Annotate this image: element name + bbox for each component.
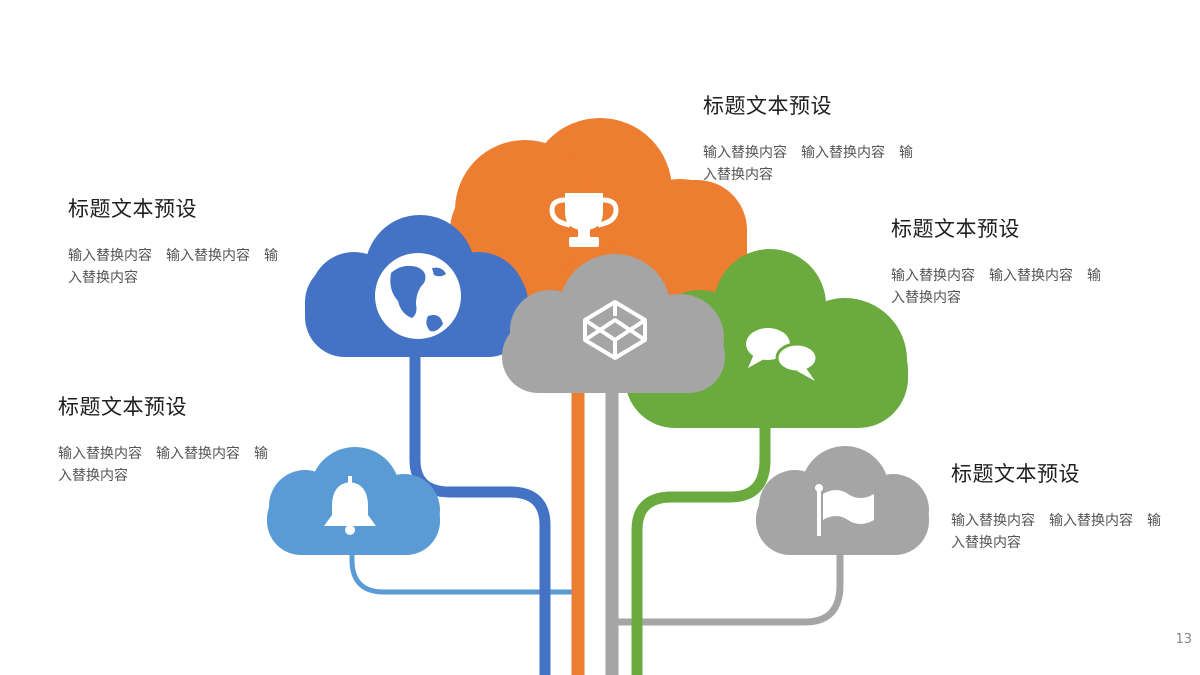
chat-icon — [746, 328, 819, 381]
stem-gray-right — [612, 545, 844, 626]
stem-blue-dark — [409, 352, 551, 675]
stem-blue-light — [349, 545, 578, 595]
text-block-right-upper: 标题文本预设 输入替换内容 输入替换内容 输 入替换内容 — [891, 213, 1101, 309]
codepen-icon — [583, 300, 647, 360]
block-title: 标题文本预设 — [58, 395, 187, 419]
block-body: 输入替换内容 输入替换内容 输 入替换内容 — [891, 268, 1101, 306]
block-title: 标题文本预设 — [703, 94, 832, 118]
block-title: 标题文本预设 — [951, 462, 1080, 486]
cloud-gray-right — [756, 446, 929, 555]
text-block-top-center: 标题文本预设 输入替换内容 输入替换内容 输 入替换内容 — [703, 90, 913, 186]
text-block-left-lower: 标题文本预设 输入替换内容 输入替换内容 输 入替换内容 — [58, 391, 268, 487]
block-body: 输入替换内容 输入替换内容 输 入替换内容 — [703, 145, 913, 183]
block-title: 标题文本预设 — [891, 217, 1020, 241]
block-body: 输入替换内容 输入替换内容 输 入替换内容 — [68, 248, 278, 286]
trophy-icon — [549, 193, 619, 247]
text-block-left-upper: 标题文本预设 输入替换内容 输入替换内容 输 入替换内容 — [68, 193, 278, 289]
block-body: 输入替换内容 输入替换内容 输 入替换内容 — [951, 513, 1161, 551]
block-body: 输入替换内容 输入替换内容 输 入替换内容 — [58, 446, 268, 484]
stem-green — [631, 420, 771, 675]
bell-icon — [324, 476, 376, 535]
flag-icon — [815, 484, 874, 536]
block-title: 标题文本预设 — [68, 197, 197, 221]
page-number: 13 — [1175, 632, 1192, 647]
globe-icon — [375, 253, 461, 339]
text-block-right-lower: 标题文本预设 输入替换内容 输入替换内容 输 入替换内容 — [951, 458, 1161, 554]
